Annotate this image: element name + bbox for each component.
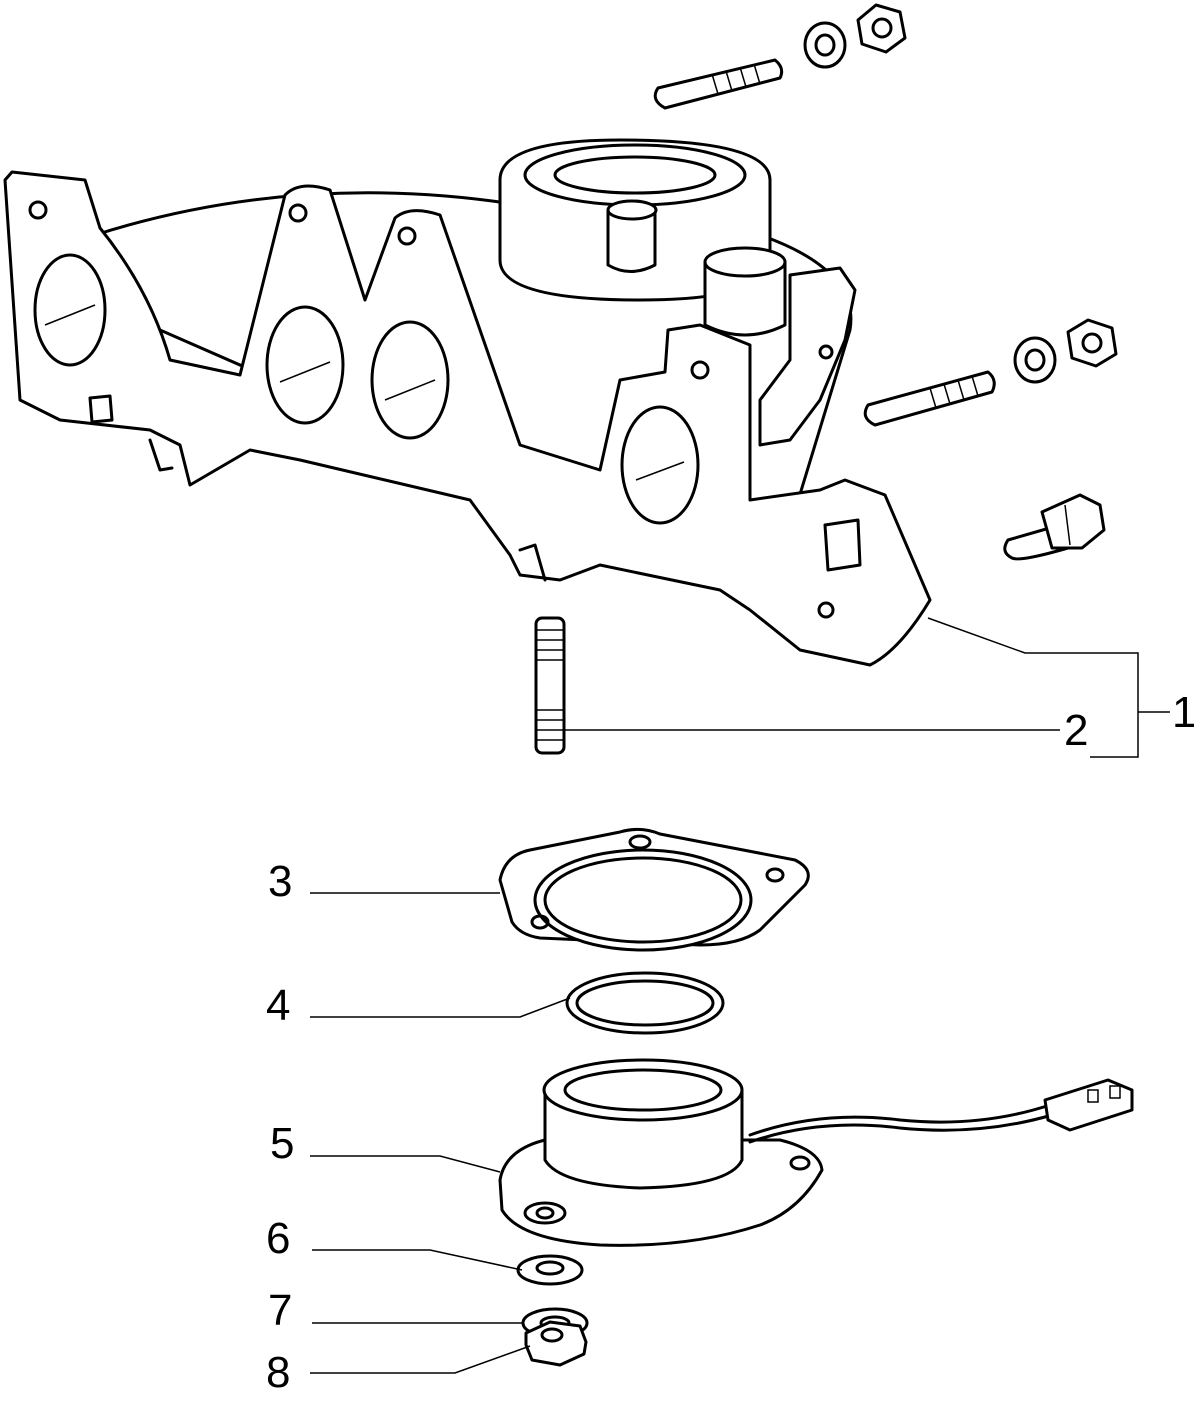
- callout-4: 4: [266, 981, 290, 1030]
- leader-lines: [310, 617, 1170, 1374]
- stud-washer-nut-middle: [863, 318, 1118, 427]
- callout-8: 8: [266, 1348, 290, 1397]
- callout-6: 6: [266, 1214, 290, 1263]
- stud-part-2: [534, 616, 566, 755]
- sensor-body-part-5: [498, 1058, 1134, 1247]
- exhaust-manifold: [3, 138, 932, 667]
- callout-3: 3: [268, 857, 292, 906]
- gasket-part-3: [498, 827, 810, 952]
- callout-7: 7: [268, 1286, 292, 1335]
- washer-part-6: [516, 1254, 584, 1286]
- nut-part-8: [524, 1320, 588, 1367]
- stud-washer-nut-upper: [653, 3, 907, 110]
- callout-2: 2: [1064, 706, 1088, 755]
- seal-ring-part-4: [565, 971, 725, 1035]
- callout-labels: 1 2 3 4 5 6 7 8: [266, 688, 1194, 1397]
- callout-5: 5: [270, 1119, 294, 1168]
- callout-1: 1: [1172, 688, 1194, 737]
- stud-with-nut-lower: [1003, 493, 1106, 561]
